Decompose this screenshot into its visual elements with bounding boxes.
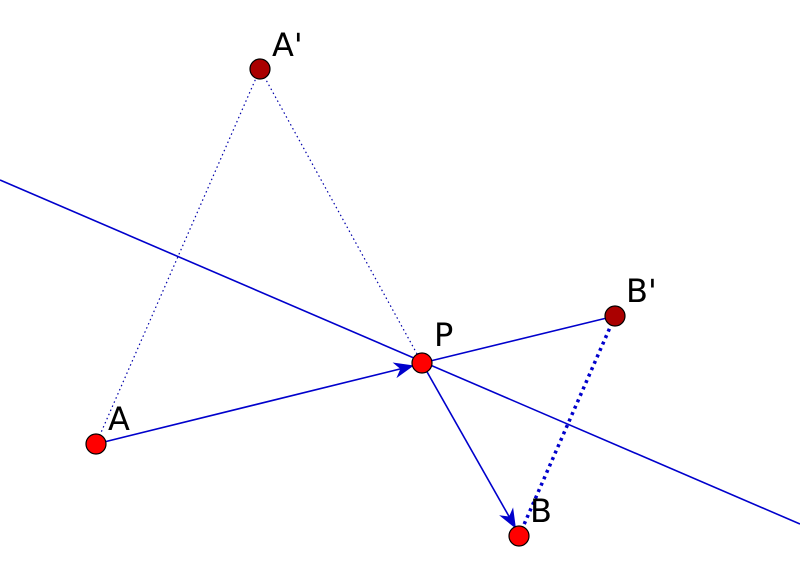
- dotted-line-bprime-b: [517, 315, 617, 537]
- label-b: B: [530, 492, 552, 530]
- label-p: P: [434, 316, 453, 354]
- point-a-prime[interactable]: [249, 58, 271, 80]
- point-b-prime[interactable]: [604, 305, 626, 327]
- arrow-p-to-b: [421, 362, 516, 529]
- label-a-prime: A': [272, 26, 303, 64]
- segment-p-bprime: [421, 315, 616, 364]
- mirror-line: [0, 179, 800, 525]
- dotted-line-a-aprime: [95, 68, 261, 445]
- point-a[interactable]: [85, 433, 107, 455]
- label-b-prime: B': [626, 272, 657, 310]
- label-a: A: [108, 400, 130, 438]
- dotted-line-aprime-p: [259, 68, 423, 364]
- arrow-a-to-p: [95, 362, 414, 445]
- point-p[interactable]: [411, 352, 433, 374]
- point-b[interactable]: [508, 525, 530, 547]
